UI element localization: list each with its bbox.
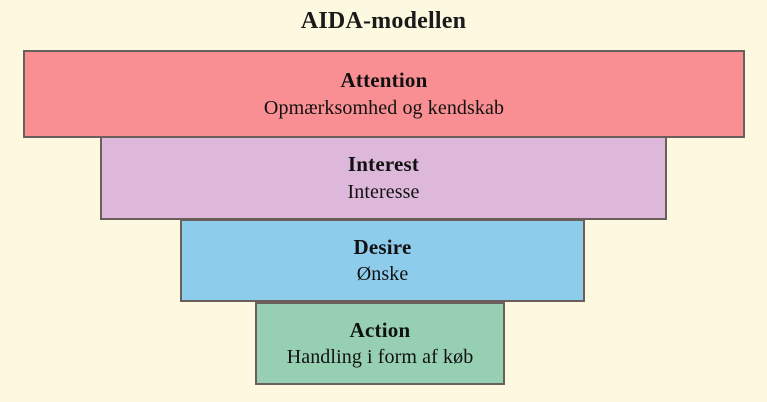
page-title: AIDA-modellen [300,8,467,34]
funnel-stage-interest: Interest Interesse [100,136,667,220]
funnel-stage-attention: Attention Opmærksomhed og kendskab [23,50,745,138]
funnel-stage-title: Desire [353,234,412,259]
funnel-stage-desire: Desire Ønske [180,219,585,302]
funnel-stage-subtitle: Opmærksomhed og kendskab [263,96,505,119]
funnel-stage-title: Interest [347,152,420,177]
funnel-stage-title: Action [349,317,411,342]
funnel-stage-subtitle: Interesse [347,180,420,203]
funnel-stage-subtitle: Handling i form af køb [286,346,474,369]
funnel-stage-action: Action Handling i form af køb [255,302,505,385]
funnel-stage-title: Attention [340,68,428,93]
funnel-stage-subtitle: Ønske [356,263,409,286]
